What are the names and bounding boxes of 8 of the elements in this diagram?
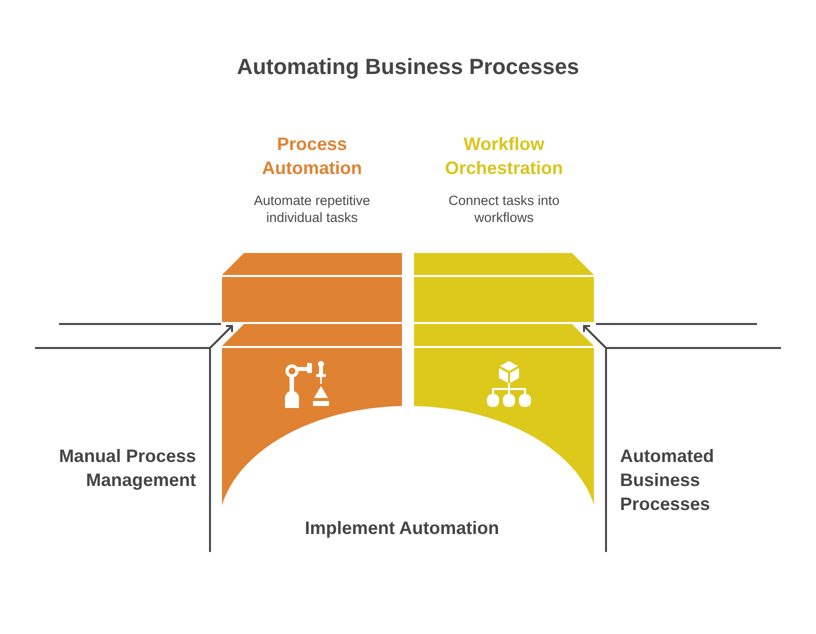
pillar-description: Automate repetitive individual tasks xyxy=(252,192,372,226)
pillar-heading: Process Automation xyxy=(261,133,363,180)
side-label: Manual Process Management xyxy=(58,445,196,492)
bridge-label: Implement Automation xyxy=(304,517,500,540)
pillar-description: Connect tasks into workflows xyxy=(447,192,561,226)
side-label: Automated Business Processes xyxy=(620,445,715,516)
pillar-heading: Workflow Orchestration xyxy=(444,133,564,180)
diagram-title: Automating Business Processes xyxy=(236,53,580,81)
